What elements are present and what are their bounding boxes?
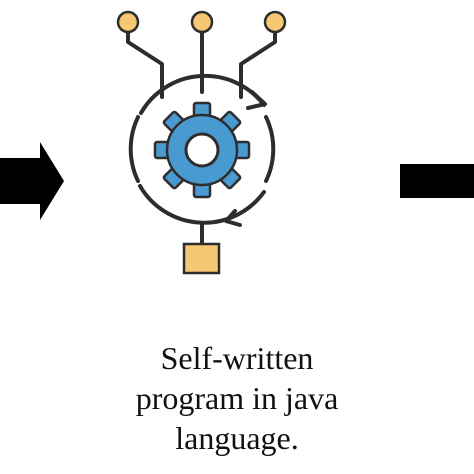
input-node-left-icon [116, 10, 140, 34]
cycle-arc-top [139, 73, 266, 115]
input-line-right [239, 31, 277, 99]
gear-program-icon [116, 10, 287, 275]
caption-line-3: language. [175, 420, 299, 456]
gear-icon [153, 101, 251, 199]
cycle-arrow-bottom-icon [224, 209, 242, 227]
cycle-arc-bottom [138, 184, 266, 225]
input-node-right-icon [263, 10, 287, 34]
input-node-center-icon [190, 10, 214, 34]
caption-line-1: Self-written [160, 340, 314, 376]
cycle-arc-right [264, 115, 276, 183]
cycle-arrow-top-icon [246, 90, 267, 110]
output-node-icon [182, 242, 221, 275]
caption-line-2: program in java [135, 380, 339, 416]
cycle-arc-left [128, 115, 140, 183]
diagram-caption: Self-written program in java language. [57, 338, 417, 458]
left-arrow-icon [0, 142, 64, 220]
input-line-left [126, 31, 164, 99]
right-arrow-icon [400, 164, 474, 198]
